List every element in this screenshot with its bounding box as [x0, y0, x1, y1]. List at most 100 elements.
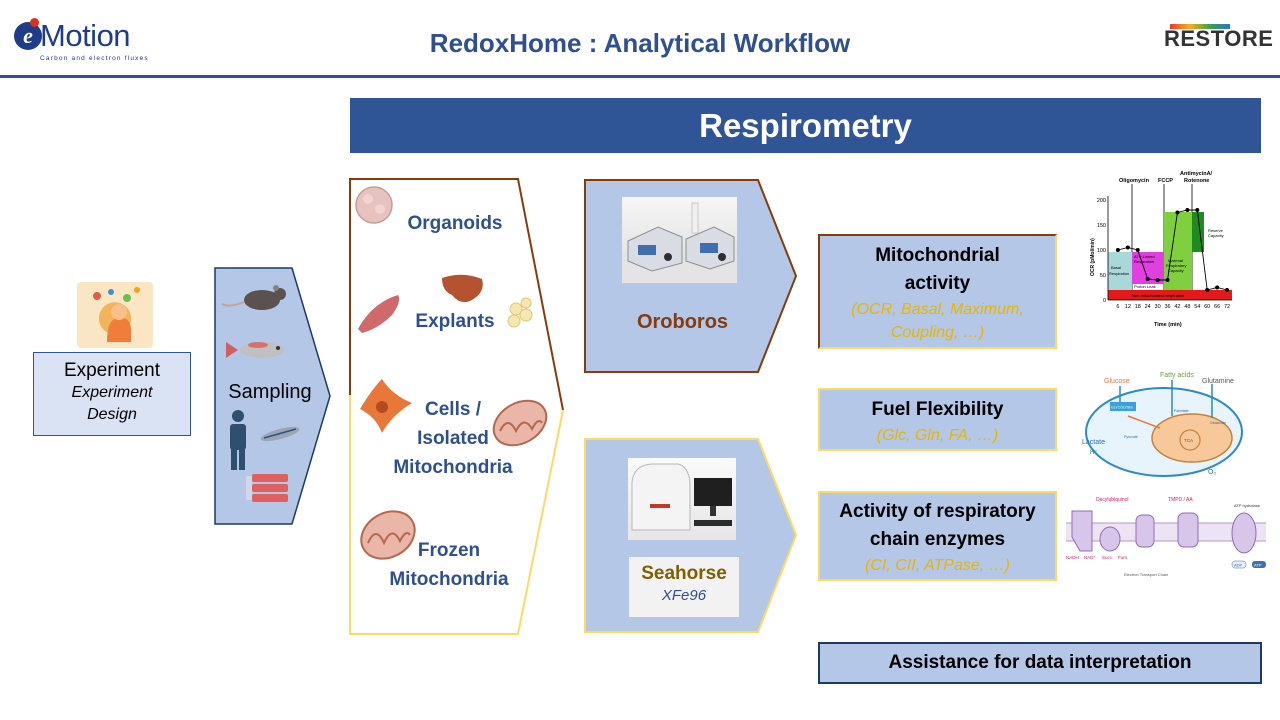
ocr-x-label: Time (min)	[1154, 322, 1182, 328]
ocr-data-point	[1225, 288, 1230, 292]
mito-title-line1: Mitochondrial	[875, 245, 1000, 266]
cell-icon	[360, 379, 412, 433]
ocr-annotation-antimycin: AntimycinA/	[1180, 171, 1213, 177]
ocr-x-tick-label: 30	[1155, 304, 1161, 310]
fuel-flexibility-box: Fuel Flexibility (Glc, Gln, FA, …)	[818, 388, 1057, 451]
ocr-region-label-non-mito: Non-mitochondrial respiration	[1132, 293, 1184, 298]
seahorse-photo	[628, 458, 736, 540]
fuel-fatty-acids-label: Fatty acids	[1160, 372, 1194, 379]
chain-complex-i	[1071, 510, 1093, 552]
frozen-mitochondrion-icon	[360, 510, 416, 560]
fuel-oxygen-label: O₂	[1208, 469, 1216, 476]
fuel-lactate-label: Lactate	[1082, 439, 1105, 446]
ocr-x-tick-label: 54	[1194, 304, 1200, 310]
fuel-mitochondrion	[1151, 413, 1233, 463]
fuel-tca-label: TCA	[1184, 438, 1193, 443]
cells-label: Cells / Isolated Mitochondria	[378, 395, 528, 482]
chain-title-line2: chain enzymes	[869, 529, 1006, 550]
organoid-icon	[355, 186, 393, 224]
experiment-title: Experiment	[63, 360, 161, 381]
experiment-illustration	[77, 282, 153, 348]
ocr-annotation-oligomycin: Oligomycin	[1119, 178, 1150, 184]
ocr-region-label-reserve-1: Reserve	[1208, 228, 1224, 233]
fuel-tca-cycle	[1179, 429, 1201, 451]
fuel-pyruvate-arrow	[1127, 415, 1161, 429]
ocr-chart: Oligomycin FCCP AntimycinA/ Rotenone Bas…	[1088, 166, 1240, 330]
ocr-region-label-max-2: Respiratory	[1166, 263, 1186, 268]
ocr-region-maximal	[1164, 212, 1192, 290]
oroboros-photo	[622, 197, 737, 283]
sampling-icons	[221, 285, 300, 502]
ocr-data-point	[1155, 278, 1160, 282]
assistance-box: Assistance for data interpretation	[818, 642, 1262, 684]
respirometry-banner: Respirometry	[350, 98, 1261, 153]
muscle-icon	[358, 295, 400, 333]
chain-etc-label: Electron Transport Chain	[1124, 572, 1168, 577]
sample-illustrations	[355, 186, 548, 560]
frozen-label-line2: Mitochondria	[389, 569, 509, 590]
ocr-data-point	[1195, 208, 1200, 212]
fuel-glutamate-label: Glutamate	[1210, 421, 1226, 425]
ocr-annotation-rotenone: Rotenone	[1184, 178, 1209, 184]
ocr-y-tick-label: 150	[1097, 223, 1106, 229]
ocr-region-label-leak: Proton Leak	[1134, 284, 1156, 289]
chain-nad-label: NAD⁺	[1084, 555, 1097, 560]
chain-fum-label: Fum.	[1118, 555, 1128, 560]
mito-sub-line1: (OCR, Basal, Maximum,	[851, 301, 1024, 318]
ocr-data-point	[1215, 285, 1220, 290]
chain-decylubiquinol-label: Decylubiquinol	[1096, 497, 1129, 503]
mitochondrion-icon	[492, 399, 548, 447]
chain-sub: (CI, CII, ATPase, …)	[865, 557, 1010, 574]
emotion-logo-dot	[30, 18, 39, 27]
ocr-y-label: OCR (pMol/min)	[1090, 238, 1096, 276]
title-divider	[0, 75, 1280, 78]
ocr-y-tick-label: 0	[1103, 298, 1106, 304]
emotion-logo-letter: e	[14, 22, 42, 50]
chain-complex-iv	[1177, 512, 1199, 548]
ocr-x-tick-label: 6	[1116, 304, 1119, 310]
experiment-box: Experiment Experiment Design	[33, 352, 191, 436]
restore-logo: RESTORE	[1160, 20, 1274, 60]
chain-nadh-label: NADH	[1066, 555, 1079, 560]
liver-icon	[442, 274, 483, 303]
chain-atp-badge	[1252, 561, 1266, 568]
ocr-x-tick-label: 18	[1135, 304, 1141, 310]
frozen-label: Frozen Mitochondria	[374, 536, 524, 594]
seahorse-label-box: Seahorse XFe96	[629, 557, 739, 617]
ocr-region-label-basal-1: Basal	[1111, 265, 1121, 270]
ocr-region-basal	[1108, 252, 1132, 290]
ocr-region-label-atp-1: ATP-Linked	[1134, 254, 1155, 259]
fuel-glycolysis-label: GLYCOLYSIS	[1111, 406, 1133, 410]
ocr-x-tick-label: 42	[1174, 304, 1180, 310]
cells-label-line3: Mitochondria	[393, 457, 513, 478]
frozen-label-line1: Frozen	[417, 540, 481, 561]
chain-adp-badge	[1231, 560, 1247, 569]
ocr-region-label-reserve-2: Capacity	[1208, 233, 1224, 238]
samples-frame-top	[349, 178, 564, 411]
chain-atp-label: ATP	[1254, 563, 1262, 568]
ocr-x-tick-label: 24	[1145, 304, 1151, 310]
ocr-data-point	[1135, 248, 1140, 252]
fuel-glutamine-label: Glutamine	[1202, 378, 1234, 385]
ocr-data-point	[1125, 245, 1130, 250]
ocr-x-tick-label: 12	[1125, 304, 1131, 310]
ocr-x-tick-label: 72	[1224, 304, 1230, 310]
fuel-proton-label: H⁺	[1090, 449, 1098, 456]
ocr-series-points	[1115, 208, 1230, 292]
restore-logo-word: RESTORE	[1164, 26, 1274, 51]
chain-atp-synthase	[1231, 512, 1257, 554]
fuel-glycolysis-box	[1110, 402, 1136, 411]
chain-succ-label: Succ.	[1102, 555, 1113, 560]
experiment-subtitle-line1: Experiment	[71, 384, 153, 401]
respiratory-chain-figure: Decylubiquinol TMPD / AA NADH NAD⁺ Succ.…	[1062, 493, 1274, 579]
ocr-region-label-atp-2: Respiration	[1134, 259, 1154, 264]
fuel-glucose-label: Glucose	[1104, 378, 1130, 385]
ocr-y-tick-label: 50	[1100, 273, 1106, 279]
chain-tmpd-label: TMPD / AA	[1168, 497, 1193, 503]
cells-label-line1: Cells /	[425, 399, 481, 420]
ocr-y-tick-label: 200	[1097, 198, 1106, 204]
ocr-x-tick-label: 36	[1164, 304, 1170, 310]
restore-logo-bar	[1170, 24, 1230, 29]
